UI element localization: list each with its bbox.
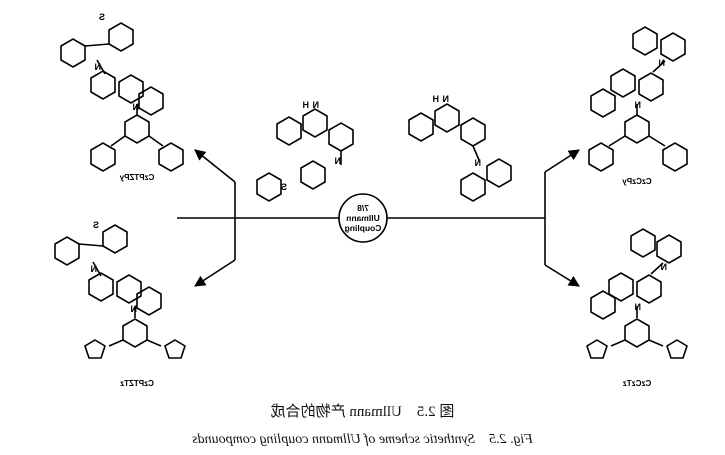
atom-h: H (303, 100, 310, 110)
product-czptztz-structure (54, 224, 186, 359)
atom-n: N (335, 156, 342, 166)
scheme-mirror-group: 7/8 Ullmann Coupling CzCzPy CzCzTz CzPTZ… (54, 12, 688, 388)
atom-n: N (95, 62, 102, 72)
atom-n: N (443, 94, 450, 104)
starting-material-czcz (408, 103, 512, 202)
atom-n: N (635, 100, 642, 110)
compound-label-czptzpy: CzPTZPy (119, 173, 154, 182)
atom-n: N (133, 102, 140, 112)
atom-h: H (433, 94, 440, 104)
product-czczpy-structure (588, 26, 688, 172)
compound-label-czczpy: CzCzPy (622, 177, 652, 186)
atom-n: N (659, 58, 666, 68)
condition-label-line1: 7/8 (357, 203, 369, 213)
condition-label-line2: Ullmann (346, 213, 380, 223)
atom-s: S (93, 220, 99, 230)
product-czptzpy-structure (60, 22, 184, 172)
scheme-labels: 7/8 Ullmann Coupling CzCzPy CzCzTz CzPTZ… (91, 12, 668, 388)
atom-n: N (131, 304, 138, 314)
condition-label-line3: Coupling (345, 223, 382, 233)
product-czcztz-structure (586, 228, 688, 359)
atom-s: S (281, 182, 287, 192)
condition-circle (338, 193, 388, 243)
figure-caption-cn: 图 2.5 Ullmann 产物的合成 (270, 404, 455, 420)
atom-n: N (91, 264, 98, 274)
atom-n: N (475, 158, 482, 168)
atom-n: N (313, 100, 320, 110)
compound-label-czcztz: CzCzTz (623, 379, 651, 388)
compound-label-czptztz: CzPTZTz (120, 379, 154, 388)
starting-material-ptzcz (256, 108, 354, 202)
atom-s: S (99, 12, 105, 22)
atom-n: N (635, 302, 642, 312)
figure-caption-en: Fig. 2.5 Synthetic scheme of Ullmann cou… (192, 432, 533, 447)
atom-n: N (661, 262, 668, 272)
